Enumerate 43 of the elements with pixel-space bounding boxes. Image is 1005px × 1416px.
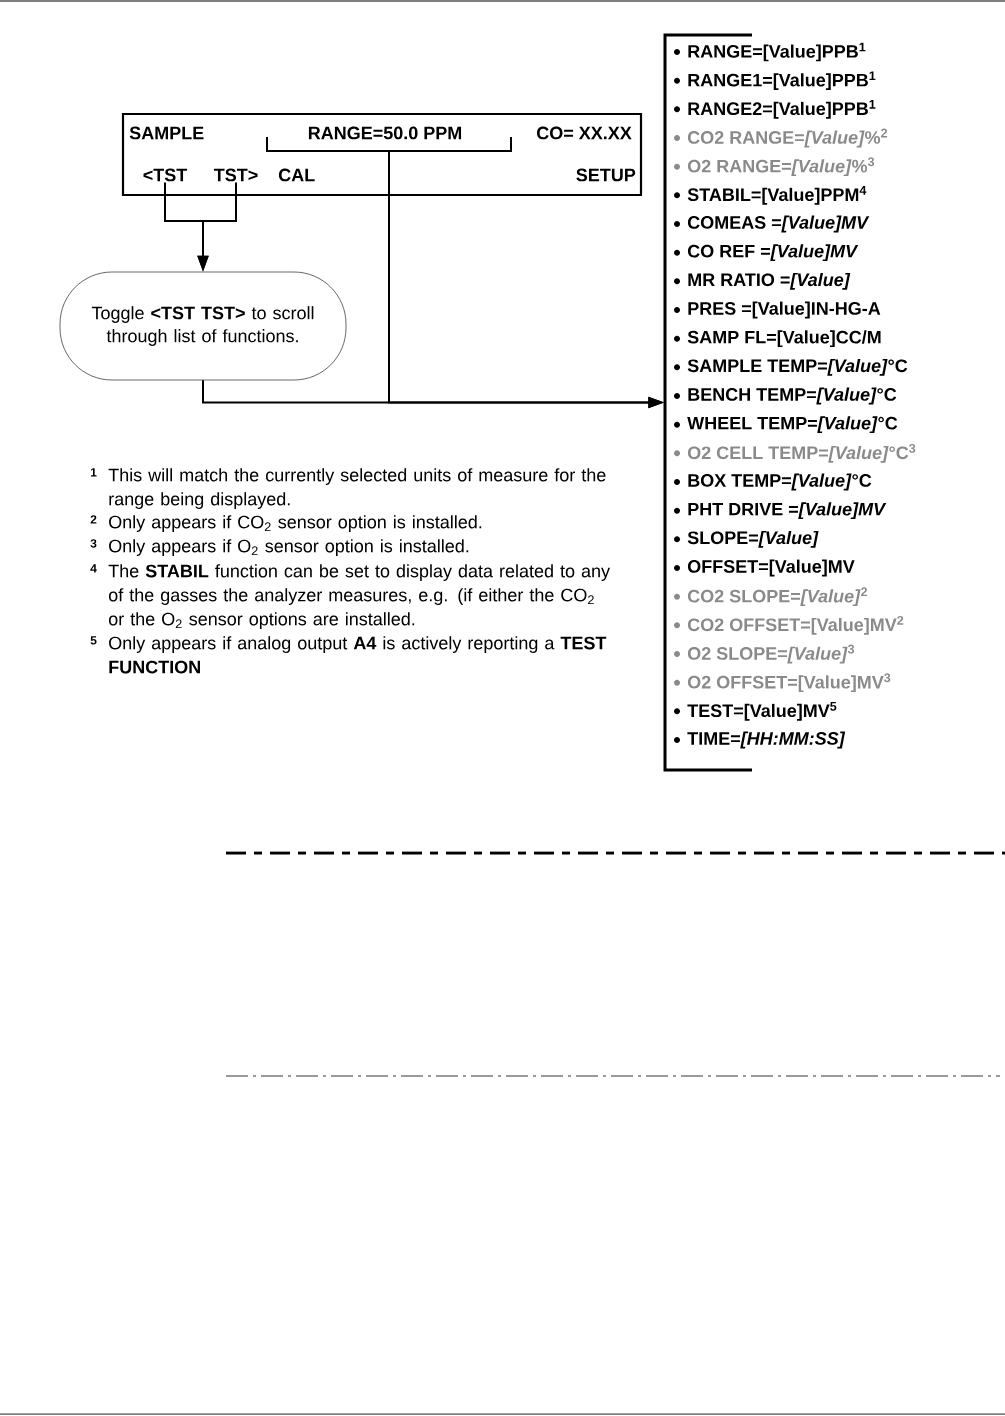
list-item: CO2 SLOPE=[Value]$^{2}$ [687, 587, 868, 607]
list-item: TIME=[HH:MM:SS] [687, 731, 846, 749]
footnote-number: 4 [90, 564, 97, 573]
list-item: O2 CELL TEMP=[Value]°C$^{3}$ [687, 443, 916, 463]
footnote-text: Only appears if O$_{2}$ sensor option is installed. [109, 539, 469, 556]
list-item: WHEEL TEMP=[Value]°C [687, 416, 898, 434]
display-key: <TST [143, 168, 188, 182]
list-item: CO2 RANGE=[Value]%$^{2}$ [687, 128, 888, 148]
list-item: O2 SLOPE=[Value]$^{3}$ [687, 644, 855, 664]
list-item: TEST=[Value]MV$^{5}$ [687, 702, 837, 721]
rounded-box: Toggle <TST TST> to scroll through list of functions. [59, 271, 347, 381]
display-text: SAMPLE [129, 126, 204, 140]
list-item: RANGE=[Value]PPB$^{1}$ [688, 42, 866, 62]
list-item: O2 RANGE=[Value]%$^{3}$ [687, 157, 875, 177]
list-item: SLOPE=[Value] [687, 530, 819, 548]
footnote-text: The STABIL function can be set to display data related to any of the gasses the analyzer measures, e.g. (if either the CO$_{2}$ or the O$_{2}$ sensor options are installed. [108, 564, 610, 629]
footnote-text: Only appears if analog output A4 is actively reporting a TEST FUNCTION [109, 636, 607, 674]
list-item: OFFSET=[Value]MV [687, 559, 855, 577]
list-item: RANGE1=[Value]PPB$^{1}$ [688, 71, 876, 91]
footnote-text: This will match the currently selected units of measure for the range being displayed. [108, 468, 606, 509]
display-key: TST> [213, 168, 258, 182]
list-item: SAMP FL=[Value]CC/M [687, 330, 881, 348]
footnote-number: 3 [90, 539, 97, 548]
display-text: CO= XX.XX [537, 126, 632, 140]
list-item: RANGE2=[Value]PPB$^{1}$ [688, 100, 876, 119]
list-item: PRES =[Value]IN-HG-A [688, 301, 881, 319]
list-item: CO2 OFFSET=[Value]MV$^{2}$ [687, 615, 904, 635]
footnote-number: 5 [90, 636, 97, 645]
display-text: RANGE=50.0 PPM [308, 126, 462, 140]
list-item: STABIL=[Value]PPM$^{4}$ [687, 186, 867, 205]
list-item: SAMPLE TEMP=[Value]°C [687, 358, 908, 376]
display-text: CAL [278, 168, 315, 182]
list-item: COMEAS =[Value]MV [687, 215, 870, 233]
footnote-number: 2 [90, 515, 97, 524]
list-item: BOX TEMP=[Value]°C [688, 473, 872, 491]
footnote-text: Only appears if CO$_{2}$ sensor option is installed. [109, 515, 482, 532]
list-item: PHT DRIVE =[Value]MV [688, 502, 887, 520]
list-item: CO REF =[Value]MV [687, 244, 859, 262]
list-item: O2 OFFSET=[Value]MV$^{3}$ [687, 673, 891, 693]
list-item: BENCH TEMP=[Value]°C [688, 387, 897, 405]
display-text: SETUP [576, 168, 636, 182]
footnote-number: 1 [90, 468, 97, 477]
list-item: MR RATIO =[Value] [688, 272, 851, 290]
